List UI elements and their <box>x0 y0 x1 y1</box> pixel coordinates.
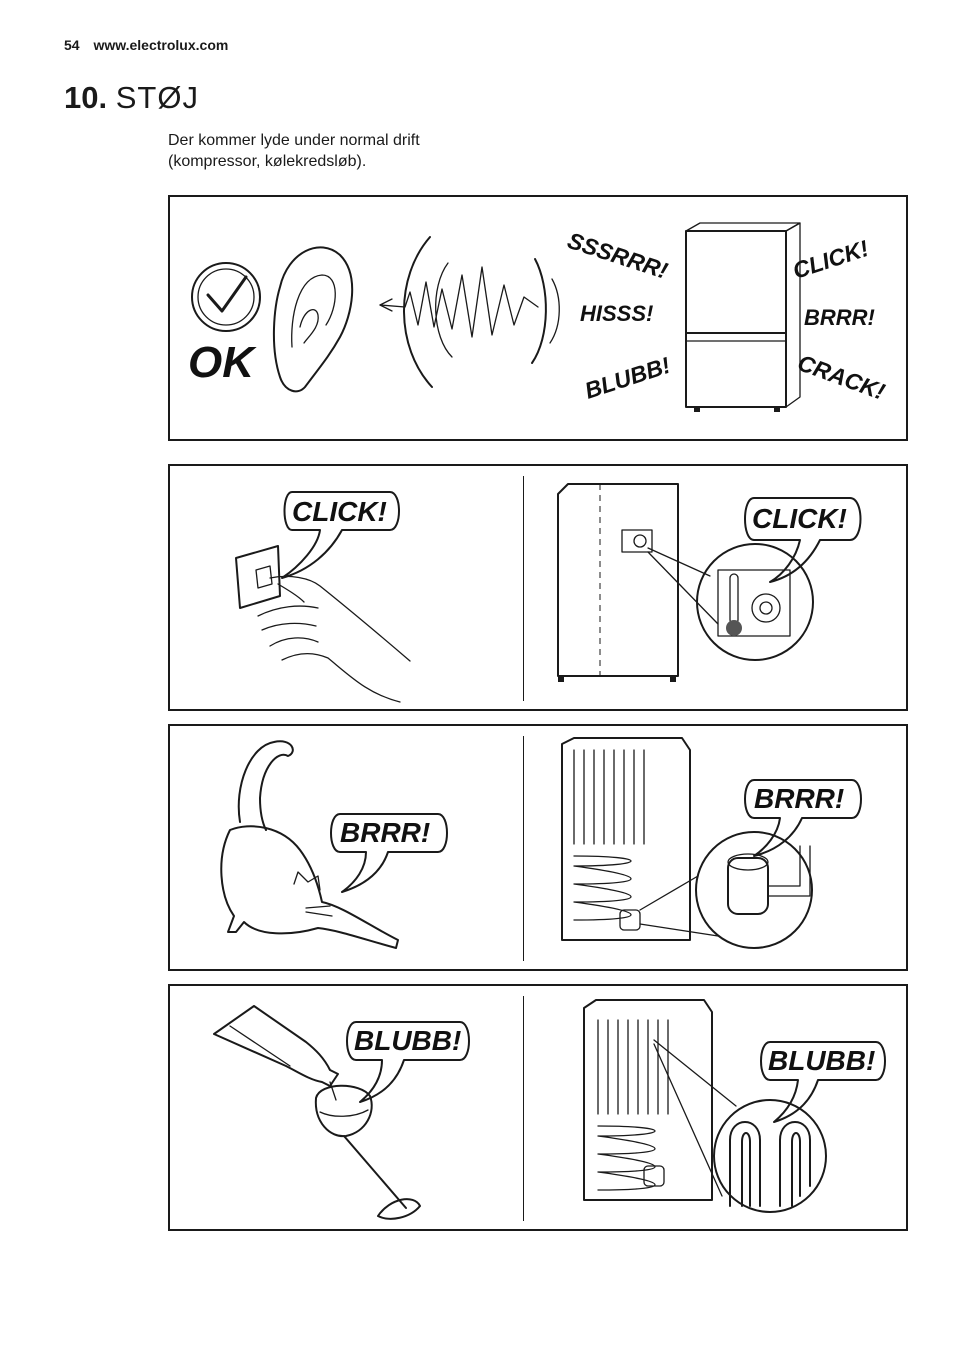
panel-click-divider <box>523 476 524 701</box>
sound-word-brrr: BRRR! <box>804 305 875 330</box>
page-header: 54 www.electrolux.com <box>64 37 228 53</box>
fridge-icon <box>685 222 801 412</box>
speech-bubble-left <box>346 1021 470 1103</box>
coil-zoom-icon <box>653 1039 827 1213</box>
website-url[interactable]: www.electrolux.com <box>93 37 229 53</box>
cat-icon <box>220 740 399 949</box>
wine-glass-icon <box>314 1081 421 1220</box>
bottle-icon <box>213 1005 339 1087</box>
brrr-word-left: BRRR! <box>340 817 430 848</box>
light-switch-icon <box>235 545 281 609</box>
ok-label: OK <box>188 338 257 387</box>
fridge-side-icon <box>557 483 679 682</box>
blubb-word-right: BLUBB! <box>768 1045 875 1076</box>
sound-word-crack: CRACK! <box>794 349 888 405</box>
panel-brrr-illustration: BRRR! BRRR! <box>220 737 862 949</box>
panel-normal-sounds-illustration: OK SSSRRR! HISSS! BLUBB! <box>188 222 889 412</box>
section-number: 10. <box>64 80 108 115</box>
checkmark-icon <box>191 262 261 332</box>
sound-word-hisss: HISSS! <box>580 301 653 326</box>
speech-bubble-right <box>744 779 862 857</box>
panel-brrr-divider <box>523 736 524 961</box>
fridge-back-icon <box>583 999 713 1201</box>
sound-word-blubb: BLUBB! <box>582 352 674 404</box>
panel-blubb: BLUBB! BLUBB! <box>168 984 908 1231</box>
panel-click-illustration: CLICK! <box>235 483 862 703</box>
intro-line-1: Der kommer lyde under normal drift <box>168 132 420 149</box>
panel-click: CLICK! <box>168 464 908 711</box>
speech-bubble-left <box>330 813 448 893</box>
fridge-back-icon <box>561 737 691 941</box>
panel-blubb-divider <box>523 996 524 1221</box>
section-title: 10. STØJ <box>64 80 199 116</box>
intro-text: Der kommer lyde under normal drift (komp… <box>168 130 528 172</box>
thermostat-icon <box>647 543 814 661</box>
ear-icon <box>272 246 354 393</box>
blubb-word-left: BLUBB! <box>354 1025 461 1056</box>
brrr-word-right: BRRR! <box>754 783 844 814</box>
sound-word-sssrrr: SSSRRR! <box>564 227 671 284</box>
sound-word-click: CLICK! <box>790 235 872 284</box>
click-word-right: CLICK! <box>752 503 847 534</box>
intro-line-2: (kompressor, kølekredsløb). <box>168 153 367 170</box>
compressor-icon <box>639 831 813 949</box>
panel-normal-sounds: OK SSSRRR! HISSS! BLUBB! <box>168 195 908 441</box>
panel-brrr: BRRR! BRRR! <box>168 724 908 971</box>
page-number: 54 <box>64 37 80 53</box>
sound-wave-icon <box>379 236 560 388</box>
speech-bubble-right <box>744 497 862 583</box>
speech-bubble-left <box>281 491 400 579</box>
panel-blubb-illustration: BLUBB! BLUBB! <box>213 999 886 1220</box>
speech-bubble-right <box>760 1041 886 1123</box>
hand-icon <box>257 575 411 703</box>
click-word-left: CLICK! <box>292 496 387 527</box>
section-title-text: STØJ <box>115 80 199 115</box>
